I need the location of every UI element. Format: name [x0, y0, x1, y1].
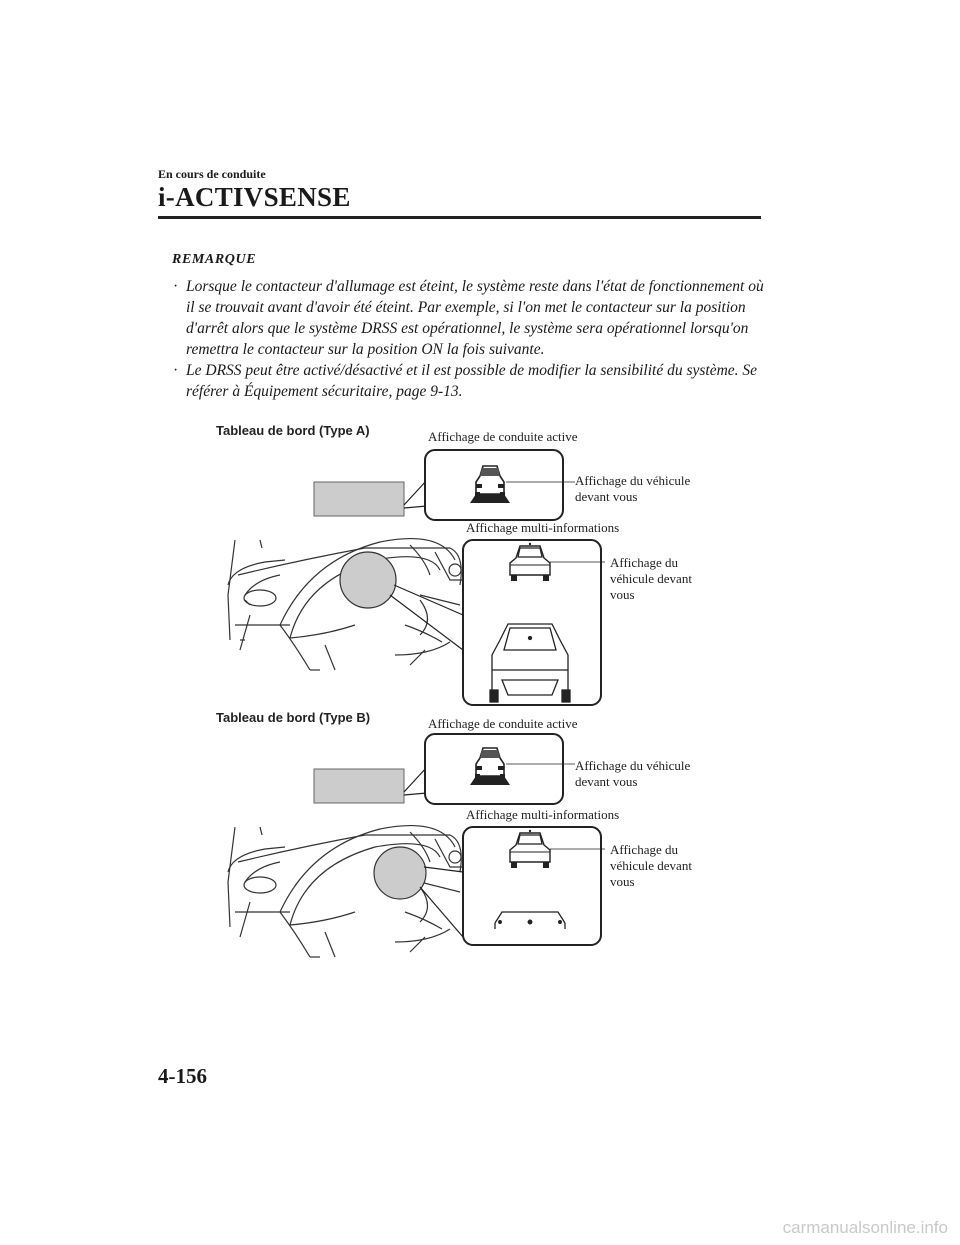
type-a-vehicle-ahead-label: Affichage du véhicule devant vous	[575, 473, 694, 504]
type-b-active-display-label: Affichage de conduite active	[428, 716, 578, 731]
chapter-title: i-ACTIVSENSE	[158, 182, 351, 213]
bullet-dot-icon: ·	[173, 360, 178, 381]
section-title: En cours de conduite	[158, 167, 266, 182]
note-bullet-text: Lorsque le contacteur d'allumage est éte…	[186, 278, 764, 358]
dashboard-figure: Tableau de bord (Type A) Affichage de co…	[150, 410, 730, 960]
type-b-figure: Tableau de bord (Type B) Affichage de co…	[216, 710, 695, 957]
note-title: REMARQUE	[172, 252, 256, 268]
page-number: 4-156	[158, 1064, 207, 1089]
watermark: carmanualsonline.info	[783, 1218, 948, 1238]
note-bullet-text: Le DRSS peut être activé/désactivé et il…	[186, 362, 757, 400]
type-a-active-display-label: Affichage de conduite active	[428, 429, 578, 444]
type-a-dashboard-drawing	[228, 539, 465, 670]
type-a-cluster-highlight	[340, 552, 396, 608]
type-a-figure: Tableau de bord (Type A) Affichage de co…	[216, 423, 695, 705]
note-bullet: · Lorsque le contacteur d'allumage est ét…	[170, 276, 770, 360]
header-rule	[158, 216, 761, 219]
note-bullets: · Lorsque le contacteur d'allumage est ét…	[170, 276, 770, 402]
type-b-vehicle-ahead-label: Affichage du véhicule devant vous	[575, 758, 694, 789]
type-b-title: Tableau de bord (Type B)	[216, 710, 370, 725]
type-a-windshield-panel	[314, 482, 404, 516]
type-b-multi-info-label: Affichage multi-informations	[466, 807, 619, 822]
type-b-cluster-highlight	[374, 847, 426, 899]
type-b-dashboard-drawing	[228, 826, 465, 957]
type-b-windshield-panel	[314, 769, 404, 803]
type-a-vehicle-ahead-multi-label: Affichage du véhicule devant vous	[610, 555, 695, 602]
type-a-title: Tableau de bord (Type A)	[216, 423, 370, 438]
bullet-dot-icon: ·	[173, 276, 178, 297]
type-a-multi-info-label: Affichage multi-informations	[466, 520, 619, 535]
note-bullet: · Le DRSS peut être activé/désactivé et i…	[170, 360, 770, 402]
type-b-vehicle-ahead-multi-label: Affichage du véhicule devant vous	[610, 842, 695, 889]
